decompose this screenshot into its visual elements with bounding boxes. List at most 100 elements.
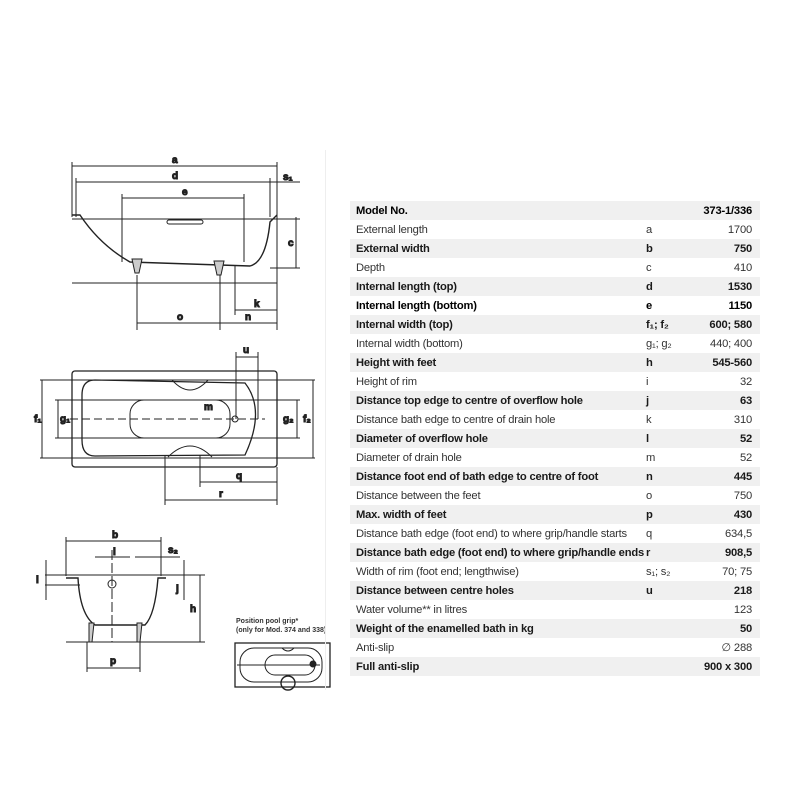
spec-symbol: o xyxy=(646,489,653,502)
spec-value: 1150 xyxy=(728,299,753,312)
table-row: Depth c 410 xyxy=(350,258,760,277)
dim-label-j: j xyxy=(175,584,179,595)
spec-label: Height with feet xyxy=(356,356,437,369)
spec-symbol: j xyxy=(646,394,649,407)
table-row: Distance bath edge to centre of drain ho… xyxy=(350,410,760,429)
dim-label-u: u xyxy=(243,345,249,356)
spec-label: Height of rim xyxy=(356,375,417,388)
dim-label-m: m xyxy=(204,402,213,413)
dim-label-r: r xyxy=(219,489,223,500)
table-row: Distance bath edge (foot end) to where g… xyxy=(350,543,760,562)
spec-symbol: k xyxy=(646,413,652,426)
spec-symbol: h xyxy=(646,356,653,369)
spec-value: 1700 xyxy=(727,223,752,236)
spec-symbol: f₁; f₂ xyxy=(646,318,669,331)
spec-symbol: m xyxy=(646,451,656,464)
spec-label: Distance between centre holes xyxy=(356,584,514,597)
spec-value: 750 xyxy=(733,242,752,255)
table-row: Internal length (bottom) e 1150 xyxy=(350,296,760,315)
spec-symbol: s₁; s₂ xyxy=(646,565,671,578)
spec-value: 52 xyxy=(739,451,752,464)
table-row: Height with feet h 545-560 xyxy=(350,353,760,372)
header-label: Model No. xyxy=(356,204,408,217)
spec-symbol: g₁; g₂ xyxy=(646,337,672,350)
spec-symbol: e xyxy=(646,299,653,312)
spec-label: Internal length (bottom) xyxy=(356,299,477,312)
spec-symbol: i xyxy=(646,375,649,388)
dim-label-n: n xyxy=(245,312,251,323)
spec-label: Distance bath edge (foot end) to where g… xyxy=(356,527,627,540)
spec-label: Diameter of overflow hole xyxy=(356,432,488,445)
dim-label-h: h xyxy=(190,604,196,615)
table-row: Distance between the feet o 750 xyxy=(350,486,760,505)
spec-value: 445 xyxy=(733,470,752,483)
dim-label-f2: f₂ xyxy=(303,414,311,425)
table-row: Height of rim i 32 xyxy=(350,372,760,391)
spec-label: Internal length (top) xyxy=(356,280,457,293)
dim-label-g2: g₂ xyxy=(283,414,294,425)
spec-value: 32 xyxy=(739,375,752,388)
spec-value: 908,5 xyxy=(725,546,752,559)
spec-label: Distance top edge to centre of overflow … xyxy=(356,394,583,407)
spec-symbol: d xyxy=(646,280,653,293)
spec-value: 70; 75 xyxy=(722,565,752,578)
spec-label: Distance bath edge to centre of drain ho… xyxy=(356,413,556,426)
table-row: Width of rim (foot end; lengthwise)s₁; s… xyxy=(350,562,760,581)
dim-label-a: a xyxy=(172,155,178,166)
spec-label: Distance between the feet xyxy=(356,489,481,502)
spec-value: 310 xyxy=(733,413,752,426)
pool-grip-caption-note: (only for Mod. 374 and 338) xyxy=(236,627,327,634)
table-row: Distance bath edge (foot end) to where g… xyxy=(350,524,760,543)
spec-value: 545-560 xyxy=(712,356,752,369)
spec-value: 410 xyxy=(733,261,752,274)
spec-value: 750 xyxy=(733,489,752,502)
dim-label-l: l xyxy=(113,547,116,558)
dim-label-b: b xyxy=(112,530,118,541)
dim-label-s1: s₁ xyxy=(283,172,293,183)
spec-symbol: q xyxy=(646,527,653,540)
spec-label: Weight of the enamelled bath in kg xyxy=(356,622,534,635)
spec-label: External width xyxy=(356,242,430,255)
spec-value: 218 xyxy=(733,584,752,597)
table-row: Anti-slip ∅ 288 xyxy=(350,638,760,657)
dim-label-f1: f₁ xyxy=(34,414,41,425)
end-view-drawing: b s₂ l i j h p xyxy=(36,530,205,672)
table-row: Distance top edge to centre of overflow … xyxy=(350,391,760,410)
dim-label-i: i xyxy=(36,575,39,586)
spec-label: Max. width of feet xyxy=(356,508,447,521)
spec-symbol: a xyxy=(646,223,653,236)
spec-label: Water volume** in litres xyxy=(356,603,468,616)
dim-label-k: k xyxy=(254,299,260,310)
spec-label: Distance bath edge (foot end) to where g… xyxy=(356,546,644,559)
spec-value: 50 xyxy=(739,622,752,635)
dim-label-o: o xyxy=(177,312,183,323)
spec-value: 600; 580 xyxy=(709,318,752,331)
bathtub-technical-drawings: a d e s₁ c k o n u f₁ g₁ g₂ f₂ m q r xyxy=(34,155,331,691)
spec-value: ∅ 288 xyxy=(721,642,752,654)
spec-value: 52 xyxy=(739,432,752,445)
dim-label-e: e xyxy=(182,187,188,198)
spec-symbol: c xyxy=(646,261,652,274)
pool-grip-caption: Position pool grip* (only for Mod. 374 a… xyxy=(236,617,326,635)
dim-label-d: d xyxy=(172,171,178,182)
spec-label: Anti-slip xyxy=(356,641,394,654)
dim-label-q: q xyxy=(236,471,242,482)
spec-label: Depth xyxy=(356,261,385,274)
spec-value: 430 xyxy=(733,508,752,521)
spec-value: 900 x 300 xyxy=(704,660,752,673)
dim-label-p: p xyxy=(110,656,116,667)
dim-label-g1: g₁ xyxy=(60,414,70,425)
spec-label: Distance foot end of bath edge to centre… xyxy=(356,470,599,483)
spec-value: 634,5 xyxy=(725,527,752,540)
panel-divider xyxy=(325,150,326,690)
